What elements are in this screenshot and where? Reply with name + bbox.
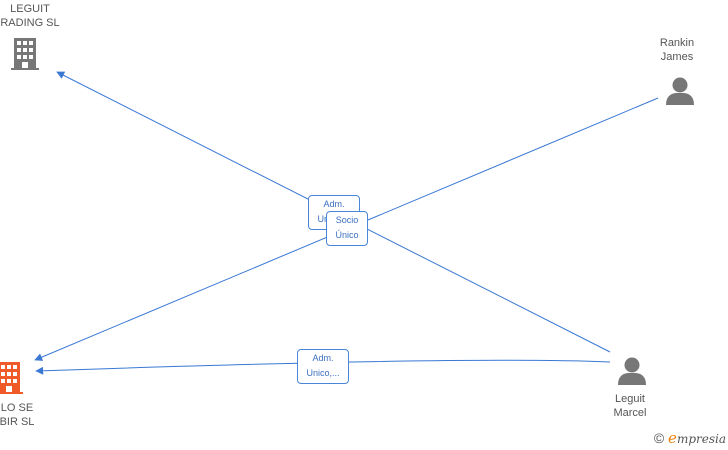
edge-label-line1: Adm. (312, 353, 334, 363)
empresia-watermark: © empresia (654, 429, 726, 447)
building-icon[interactable] (10, 36, 40, 70)
node-label-rankin-james: Rankin James (645, 36, 709, 64)
edge-marcel-to-lo-se (35, 359, 611, 375)
empresia-logo-text: mpresia (676, 432, 726, 446)
edge-label-socio-unico[interactable]: Socio Único (326, 211, 368, 246)
node-label-line1: Rankin (659, 37, 695, 49)
edge-label-adm-unico-bottom[interactable]: Adm. Unico,... (297, 349, 349, 384)
edge-label-line1: Socio (335, 215, 359, 225)
person-icon[interactable] (664, 76, 696, 106)
person-icon[interactable] (616, 356, 648, 386)
node-label-line1: Leguit (615, 393, 645, 405)
node-label-line1: LO SE (0, 402, 34, 414)
edge-label-line1: Adm. (323, 199, 345, 209)
node-label-line1: LEGUIT (10, 3, 50, 15)
edge-label-line2: Unico,... (306, 368, 340, 378)
node-label-line2: James (660, 51, 694, 63)
node-label-line2: Marcel (613, 407, 647, 419)
node-label-line2: RADING SL (0, 17, 60, 29)
copyright-symbol: © (653, 430, 665, 446)
empresia-logo: empresia (668, 429, 726, 447)
empresia-logo-e: e (668, 429, 677, 447)
node-label-leguit-trading: LEGUIT RADING SL (0, 2, 64, 30)
edge-label-line2: Único (335, 230, 359, 240)
building-icon[interactable] (0, 360, 24, 394)
node-label-leguit-marcel: Leguit Marcel (598, 392, 662, 420)
node-label-lo-se: LO SE BIR SL (0, 401, 46, 429)
node-label-line2: BIR SL (0, 416, 35, 428)
